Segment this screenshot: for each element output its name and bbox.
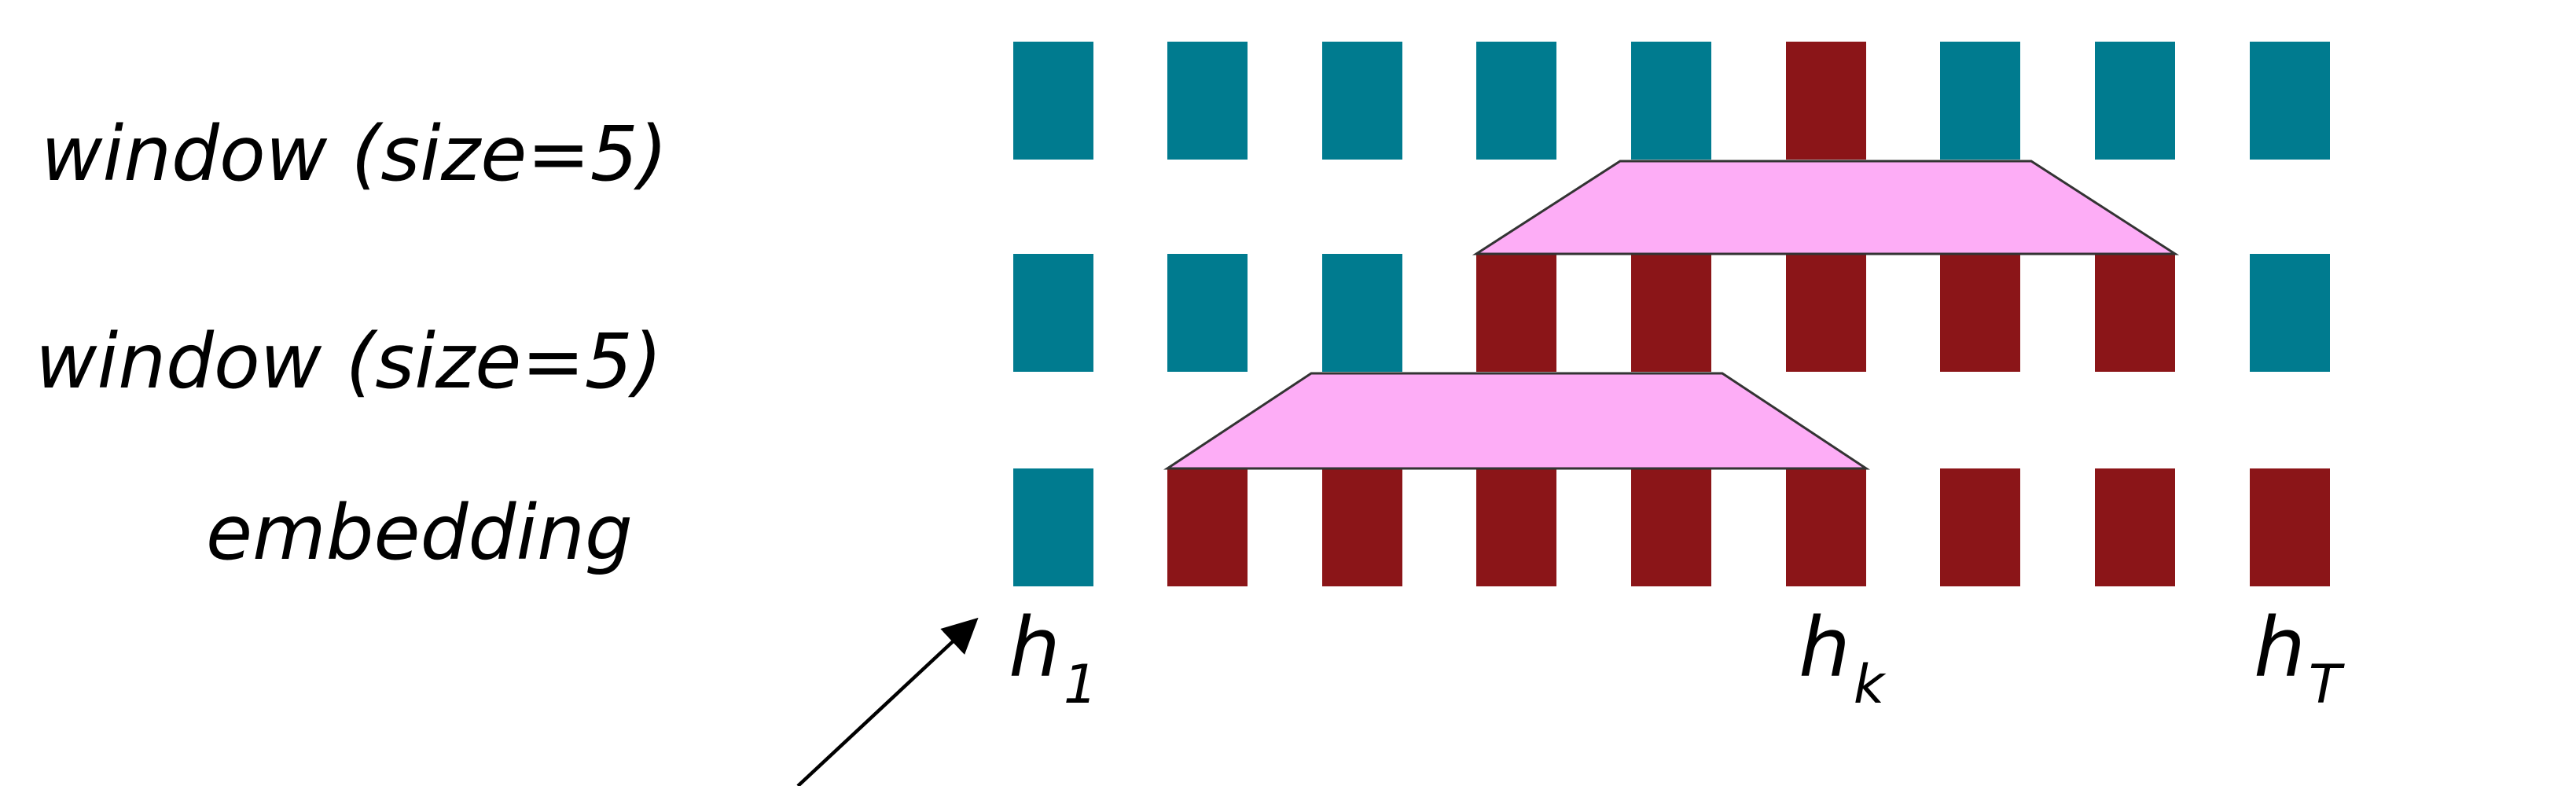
embedding-row-cell-8 [2095, 468, 2175, 586]
top-window-row-cell-7 [1940, 42, 2020, 160]
middle-window-row-cell-6 [1786, 254, 1866, 372]
row-label-embedding: embedding [206, 489, 633, 577]
hk-subscript: k [1853, 654, 1885, 716]
embedding-row-cell-4 [1476, 468, 1556, 586]
embedding-row-cell-2 [1167, 468, 1248, 586]
window-trapezoids [1163, 160, 2180, 470]
embedding-row-cell-7 [1940, 468, 2020, 586]
embedding-row-cell-5 [1631, 468, 1711, 586]
middle-window-row-cell-5 [1631, 254, 1711, 372]
h1-subscript: 1 [1063, 654, 1098, 716]
top-window-trapezoid [1472, 160, 2180, 255]
embedding-row-cell-1 [1013, 468, 1093, 586]
top-window-row-cell-6 [1786, 42, 1866, 160]
top-window-row-cell-3 [1322, 42, 1402, 160]
middle-window-row-cell-1 [1013, 254, 1093, 372]
middle-window-row-cell-7 [1940, 254, 2020, 372]
h1-main: h [1009, 600, 1060, 696]
embedding-row-cell-9 [2250, 468, 2330, 586]
pointer-arrow [796, 617, 979, 786]
top-window-row-cell-9 [2250, 42, 2330, 160]
middle-window-trapezoid [1163, 372, 1870, 470]
h1-label: h1 [1009, 607, 1097, 712]
top-window-row-cell-2 [1167, 42, 1248, 160]
row-label-top-window: window (size=5) [41, 110, 668, 198]
hk-main: h [1799, 600, 1850, 696]
hT-subscript: T [2308, 654, 2342, 716]
top-window-row-cell-8 [2095, 42, 2175, 160]
top-window-row-cell-5 [1631, 42, 1711, 160]
hT-label: hT [2254, 607, 2341, 712]
middle-window-row-cell-4 [1476, 254, 1556, 372]
embedding-row-cell-3 [1322, 468, 1402, 586]
middle-window-row-cell-8 [2095, 254, 2175, 372]
row-label-middle-window: window (size=5) [35, 318, 663, 406]
hT-main: h [2254, 600, 2306, 696]
cell-grid [1013, 42, 2330, 586]
top-window-row-cell-1 [1013, 42, 1093, 160]
middle-window-row-cell-9 [2250, 254, 2330, 372]
hk-label: hk [1799, 607, 1884, 712]
embedding-row-cell-6 [1786, 468, 1866, 586]
middle-window-row-cell-2 [1167, 254, 1248, 372]
top-window-row-cell-4 [1476, 42, 1556, 160]
middle-window-row-cell-3 [1322, 254, 1402, 372]
